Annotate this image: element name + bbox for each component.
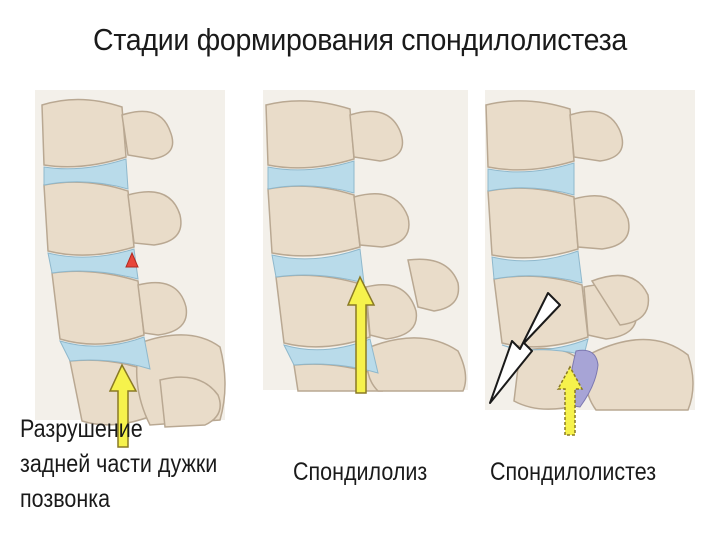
stage-1-label: Разрушение задней части дужки позвонка [20,412,218,517]
diagram-title: Стадии формирования спондилолистеза [29,22,691,58]
stage-3-label: Спондилолистез [490,455,656,490]
stage-3-illustration [480,85,700,470]
stage-2-label: Спондилолиз [293,455,427,490]
stage-2-illustration [258,85,473,430]
